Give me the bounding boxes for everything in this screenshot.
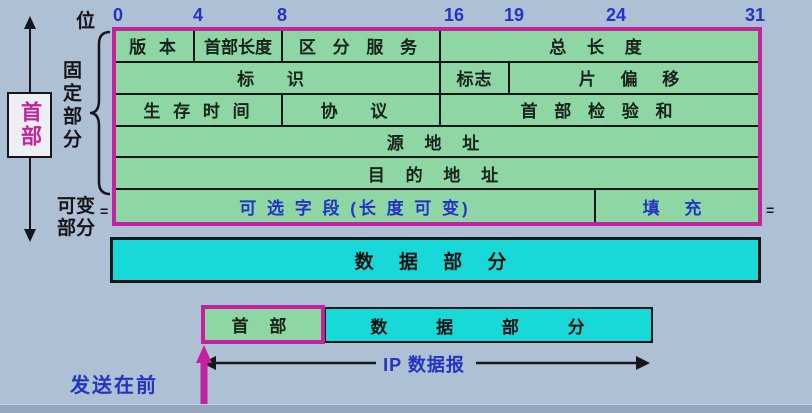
field-identification: 标 识 <box>116 62 441 95</box>
datagram-header-box: 首 部 <box>201 305 325 344</box>
bit-ruler-label: 位 <box>76 11 96 32</box>
data-section-bar: 数 据 部 分 <box>110 237 761 283</box>
fixed-part-label: 固定部分 <box>60 60 81 152</box>
bit-tick-0: 0 <box>112 5 124 25</box>
bit-tick-24: 24 <box>605 5 627 25</box>
bit-tick-16: 16 <box>443 5 465 25</box>
send-first-label: 发送在前 <box>70 375 158 397</box>
field-options: 可 选 字 段 (长 度 可 变) <box>116 190 596 222</box>
break-mark-right: = <box>766 202 775 218</box>
bit-tick-4: 4 <box>192 5 204 25</box>
field-protocol: 协 议 <box>283 94 441 127</box>
field-header-checksum: 首 部 检 验 和 <box>441 95 758 127</box>
fixed-part-brace-icon <box>89 30 111 196</box>
ip-datagram-label: IP 数据报 <box>383 355 465 375</box>
bit-tick-19: 19 <box>503 5 525 25</box>
field-fragment-offset: 片 偏 移 <box>510 63 758 95</box>
field-total-length: 总 长 度 <box>441 31 758 63</box>
ip-header-table: 版 本 首部长度 区 分 服 务 总 长 度 标 识 标志 片 偏 移 生 存 … <box>112 27 762 226</box>
break-mark-left: = <box>100 203 109 219</box>
bit-tick-8: 8 <box>276 5 288 25</box>
field-source-address: 源 地 址 <box>116 127 758 159</box>
field-version: 版 本 <box>116 31 195 63</box>
send-direction-arrow-icon <box>196 345 212 405</box>
header-callout-label: 首部 <box>18 101 42 149</box>
field-ttl: 生 存 时 间 <box>116 94 283 127</box>
header-callout-box: 首部 <box>7 92 52 158</box>
field-padding: 填 充 <box>642 198 712 218</box>
field-destination-address: 目 的 地 址 <box>116 158 758 191</box>
field-flags: 标志 <box>441 62 510 95</box>
slide-bottom-edge <box>0 404 812 413</box>
field-dscp: 区 分 服 务 <box>283 31 441 63</box>
datagram-data-box: 数 据 部 分 <box>324 307 653 343</box>
bit-tick-31: 31 <box>744 5 766 25</box>
variable-part-label: 可变部分 <box>56 196 95 239</box>
field-header-length: 首部长度 <box>195 31 283 63</box>
